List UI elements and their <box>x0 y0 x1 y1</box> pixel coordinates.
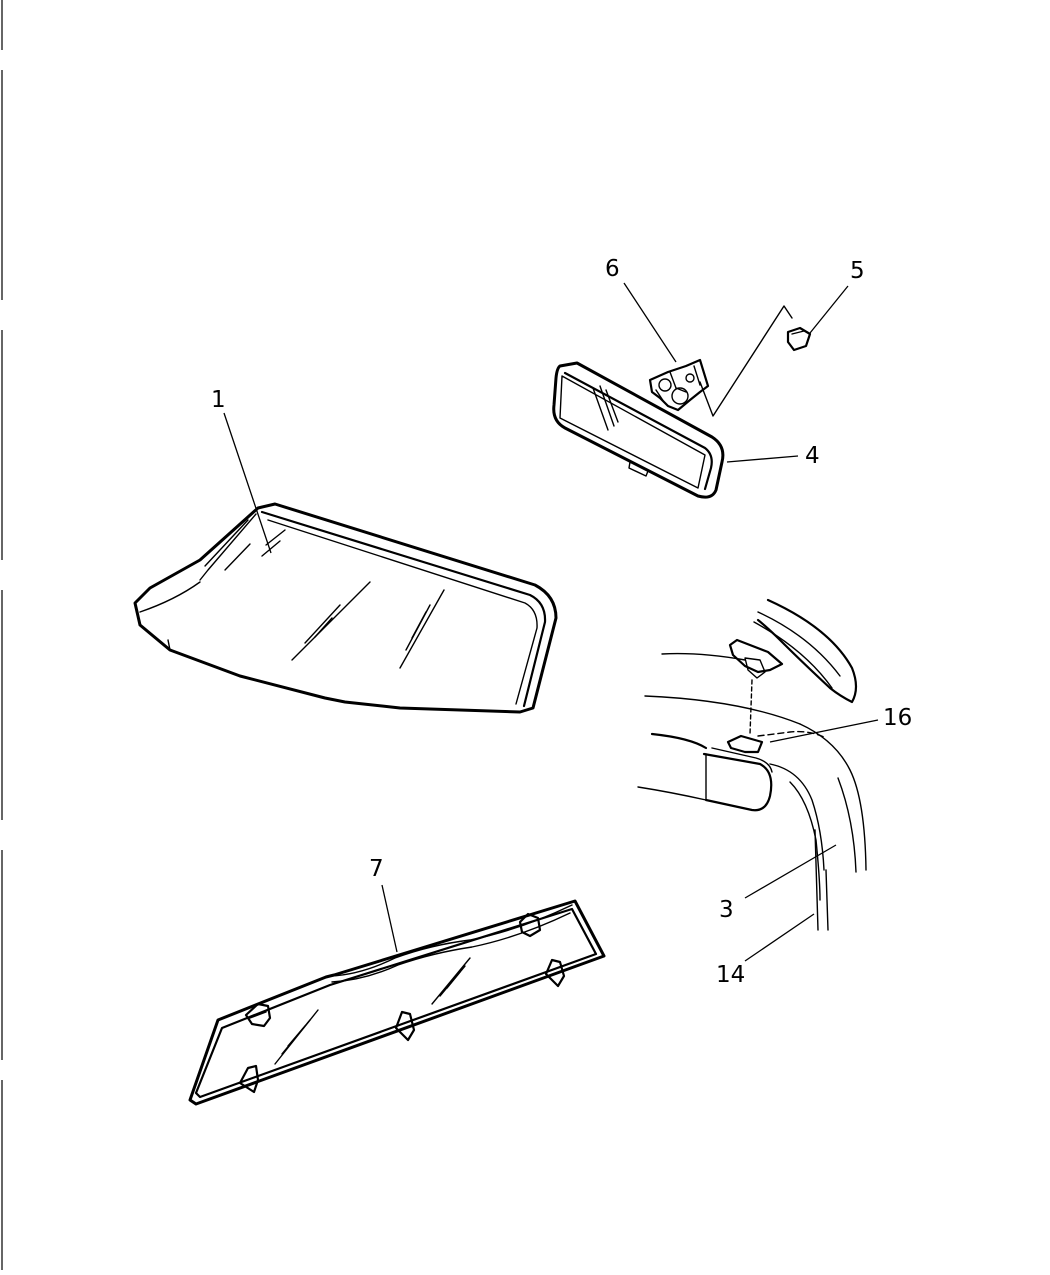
callout-7: 7 <box>369 856 384 882</box>
clip-dashed-line <box>749 679 753 735</box>
callout-4: 4 <box>805 443 820 469</box>
rearview-mirror <box>552 361 725 499</box>
leader-1 <box>223 412 272 554</box>
glass-clips <box>238 912 566 1094</box>
rear-window-glass <box>188 899 606 1106</box>
headliner-section <box>637 598 867 931</box>
callout-14: 14 <box>716 962 745 988</box>
callout-1: 1 <box>211 387 226 413</box>
mirror-wire <box>699 305 793 417</box>
windshield-glass <box>133 502 558 714</box>
callout-3: 3 <box>719 897 734 923</box>
leader-6 <box>623 282 677 363</box>
callout-5: 5 <box>850 258 865 284</box>
leader-7 <box>381 884 398 953</box>
leader-5 <box>809 285 849 334</box>
leader-14 <box>744 913 815 962</box>
leader-4 <box>726 455 799 463</box>
mirror-mount-bracket <box>648 358 710 412</box>
callout-16: 16 <box>883 705 912 731</box>
button-cover <box>786 326 812 352</box>
leader-16 <box>769 719 879 743</box>
callout-6: 6 <box>605 256 620 282</box>
leader-3 <box>744 844 837 899</box>
